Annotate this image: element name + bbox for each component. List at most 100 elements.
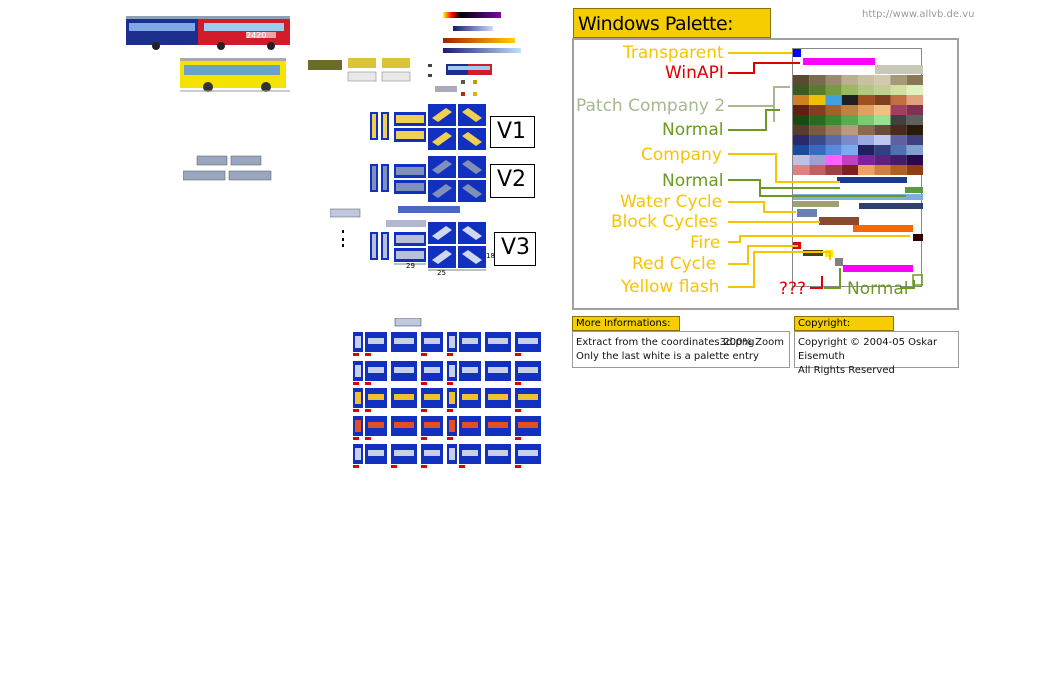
palette-swatch (890, 155, 907, 165)
palette-swatch (874, 145, 891, 155)
palette-swatch (825, 135, 842, 145)
palette-swatch (858, 145, 875, 155)
small-vehicles-sprite (308, 58, 411, 82)
palette-swatch (809, 105, 826, 115)
site-url: http://www.allvb.de.vu (862, 9, 975, 20)
articulated-bus-sprite: 2420 (126, 16, 290, 50)
label-normal-2: Normal (662, 171, 724, 191)
palette-title-box: Windows Palette: (573, 8, 771, 38)
yellow-bus-sprite (180, 58, 290, 92)
more-info-header: More Informations: (572, 316, 680, 331)
more-info-line2: Only the last white is a palette entry (576, 351, 759, 362)
label-fire: Fire (690, 233, 721, 253)
palette-swatch (906, 145, 923, 155)
palette-swatch (906, 165, 923, 175)
label-block-cycles: Block Cycles (611, 212, 718, 232)
more-info-body: Extract from the coordinates3d.png 200% … (572, 331, 790, 368)
label-transparent: Transparent (623, 43, 724, 63)
palette-swatch (825, 155, 842, 165)
copyright-line2: All Rights Reserved (798, 365, 895, 376)
palette-swatch (874, 155, 891, 165)
palette-swatch (793, 125, 810, 135)
palette-swatch (906, 105, 923, 115)
palette-swatch (874, 95, 891, 105)
dimension-25: 25 (437, 269, 446, 277)
more-info-zoom: 200% Zoom (723, 337, 784, 348)
label-winapi: WinAPI (665, 63, 724, 83)
palette-swatches (793, 49, 923, 286)
palette-swatch (858, 85, 875, 95)
small-bus-sprite (446, 64, 492, 75)
palette-swatch (874, 85, 891, 95)
palette-swatch (858, 155, 875, 165)
palette-swatch (793, 85, 810, 95)
label-red-cycle: Red Cycle (632, 254, 717, 274)
v1-label: V1 (490, 116, 535, 148)
v2-sprite-group (370, 156, 486, 202)
copyright-panel: Copyright: Copyright © 2004-05 Oskar Eis… (794, 316, 959, 376)
palette-swatch (858, 125, 875, 135)
more-info-panel: More Informations: Extract from the coor… (572, 316, 790, 368)
palette-swatch (841, 125, 858, 135)
palette-swatch (825, 105, 842, 115)
palette-swatch (841, 85, 858, 95)
palette-swatch (890, 85, 907, 95)
palette-swatch (793, 155, 810, 165)
v2-label: V2 (490, 164, 535, 198)
sprite-sheet: 2420 (0, 0, 560, 480)
palette-swatch (890, 105, 907, 115)
v3-label: V3 (494, 232, 536, 266)
palette-swatch (890, 135, 907, 145)
palette-swatch (841, 95, 858, 105)
palette-swatch (906, 155, 923, 165)
bus-sprite-grid (353, 318, 541, 468)
copyright-header: Copyright: (794, 316, 894, 331)
v1-sprite-group (370, 104, 486, 150)
tiny-marker-sprites (428, 64, 477, 96)
label-company: Company (641, 145, 722, 165)
label-normal-3: Normal (847, 279, 909, 299)
more-info-line1: Extract from the coordinates3d.png (576, 337, 755, 348)
palette-swatch (858, 115, 875, 125)
palette-swatch (793, 145, 810, 155)
palette-swatch (874, 135, 891, 145)
page-title: Windows Palette: (578, 13, 734, 35)
palette-swatch (793, 75, 810, 85)
palette-swatch (809, 145, 826, 155)
label-water-cycle: Water Cycle (620, 192, 723, 212)
palette-swatch (890, 75, 907, 85)
palette-swatch (858, 105, 875, 115)
palette-swatch (874, 115, 891, 125)
palette-swatch (809, 95, 826, 105)
palette-swatch (841, 165, 858, 175)
connector-lines (728, 52, 915, 289)
palette-swatch (874, 165, 891, 175)
label-yellow-flash: Yellow flash (621, 277, 720, 297)
palette-swatch (809, 135, 826, 145)
palette-swatch (793, 135, 810, 145)
palette-swatch (890, 165, 907, 175)
palette-swatch (906, 85, 923, 95)
copyright-line1: Copyright © 2004-05 Oskar Eisemuth (798, 337, 938, 362)
palette-swatch (825, 85, 842, 95)
dimension-29: 29 (406, 262, 415, 270)
palette-swatch (793, 165, 810, 175)
palette-swatch (858, 95, 875, 105)
palette-swatch (793, 95, 810, 105)
palette-swatch (906, 95, 923, 105)
palette-swatch (809, 165, 826, 175)
palette-swatch (874, 75, 891, 85)
bus-number: 2420 (246, 31, 266, 40)
palette-swatch (825, 165, 842, 175)
palette-swatch (890, 145, 907, 155)
palette-swatch (841, 155, 858, 165)
palette-swatch (906, 115, 923, 125)
palette-swatch (825, 75, 842, 85)
label-normal-1: Normal (662, 120, 724, 140)
palette-swatch (793, 115, 810, 125)
palette-swatch (890, 115, 907, 125)
palette-swatch (825, 145, 842, 155)
palette-swatch (841, 75, 858, 85)
palette-swatch (809, 85, 826, 95)
palette-swatch (841, 115, 858, 125)
